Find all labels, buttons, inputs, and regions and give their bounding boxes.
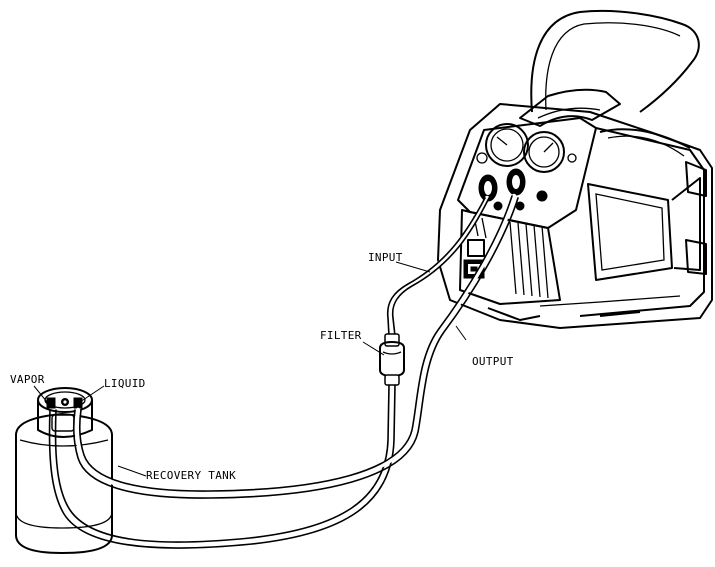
recovery-machine bbox=[437, 9, 713, 329]
liquid-valve-icon bbox=[73, 397, 83, 409]
vapor-label: VAPOR bbox=[10, 373, 45, 386]
liquid-hose bbox=[48, 384, 396, 549]
output-label: OUTPUT bbox=[472, 355, 514, 368]
output-hose bbox=[72, 193, 519, 499]
liquid-label: LIQUID bbox=[104, 377, 146, 390]
vapor-valve-icon bbox=[46, 397, 56, 409]
control-knobs bbox=[478, 168, 548, 211]
power-switch-icon bbox=[467, 239, 485, 257]
filter-label: FILTER bbox=[320, 329, 362, 342]
input-label: INPUT bbox=[368, 251, 403, 264]
filter-drier bbox=[379, 333, 405, 386]
leader-lines bbox=[33, 261, 467, 477]
input-hose bbox=[386, 195, 490, 339]
recovery-tank bbox=[15, 387, 113, 554]
recovery-tank-label: RECOVERY TANK bbox=[146, 469, 236, 482]
vent-grille bbox=[473, 215, 549, 299]
